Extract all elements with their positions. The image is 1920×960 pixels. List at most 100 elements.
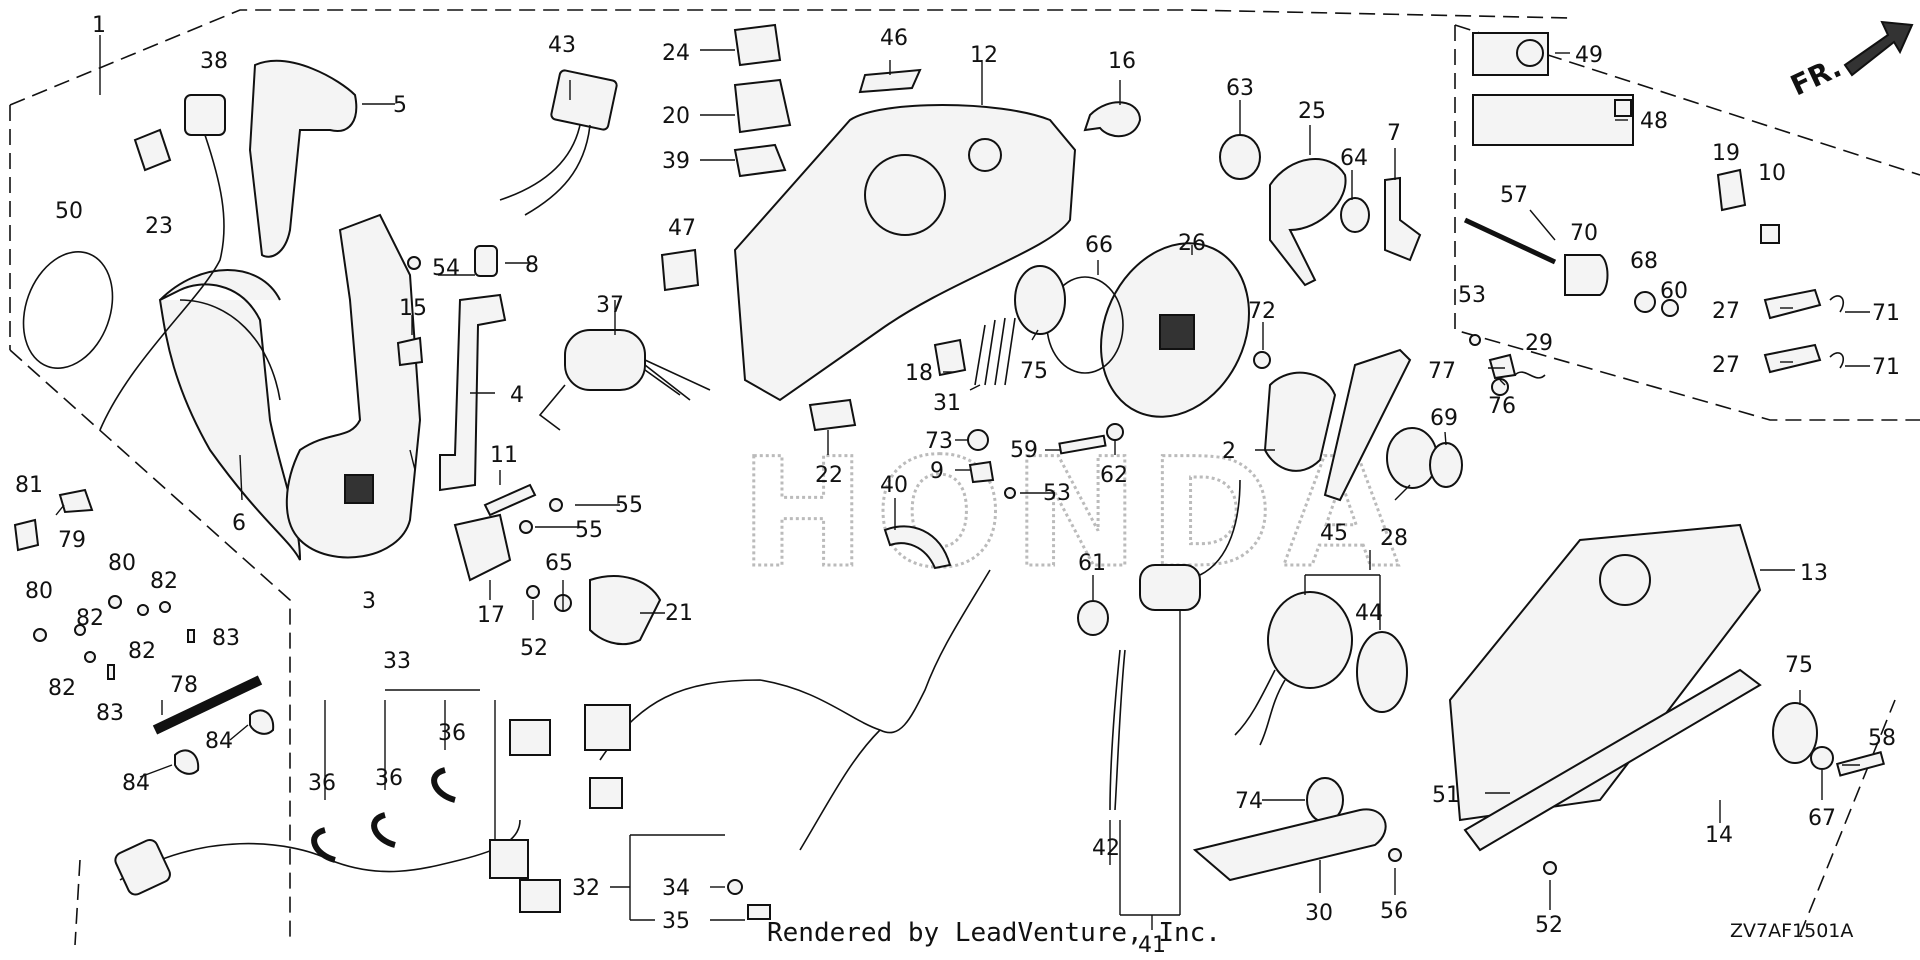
shift-gear-26-hub	[1159, 314, 1195, 350]
callout-69: 69	[1430, 406, 1458, 431]
callout-68: 68	[1630, 249, 1658, 274]
callout-84a: 84	[122, 771, 150, 796]
callout-21: 21	[665, 601, 693, 626]
strips-31	[974, 317, 1016, 386]
cam-plate-25	[1269, 158, 1347, 287]
harness-connector-e	[489, 839, 529, 879]
bearing-63	[1219, 134, 1261, 180]
screw-53b	[1469, 334, 1481, 346]
callout-10: 10	[1758, 161, 1786, 186]
callout-27a: 27	[1712, 299, 1740, 324]
collar-69	[1429, 442, 1463, 488]
link-27a	[1763, 288, 1822, 320]
clip-18	[933, 338, 967, 377]
clamp-84b	[249, 709, 275, 735]
callout-20: 20	[662, 104, 690, 129]
callout-60: 60	[1660, 279, 1688, 304]
callout-35: 35	[662, 909, 690, 934]
cap-73	[967, 429, 989, 451]
band-36b	[371, 812, 396, 848]
callout-82c: 82	[128, 639, 156, 664]
callout-11: 11	[490, 443, 518, 468]
callout-76: 76	[1488, 394, 1516, 419]
clamp-79	[58, 488, 94, 514]
clip-71a	[1829, 295, 1845, 313]
plate-11	[483, 483, 537, 517]
callout-82a: 82	[150, 569, 178, 594]
nut-60	[1661, 299, 1679, 317]
callout-12: 12	[970, 43, 998, 68]
callout-16: 16	[1108, 49, 1136, 74]
screw-52b	[1543, 861, 1557, 875]
screw-56	[1388, 848, 1402, 862]
switch-connector-38	[184, 94, 226, 136]
callout-40: 40	[880, 473, 908, 498]
callout-32: 32	[572, 876, 600, 901]
clip-15	[396, 336, 424, 367]
callout-82b: 82	[76, 606, 104, 631]
control-lever-5	[248, 59, 358, 258]
callout-31: 31	[933, 391, 961, 416]
callout-67: 67	[1808, 806, 1836, 831]
callout-80a: 80	[25, 579, 53, 604]
callout-42: 42	[1092, 836, 1120, 861]
gasket-39	[733, 143, 787, 178]
callout-2: 2	[1222, 439, 1236, 464]
screw-52a	[526, 585, 540, 599]
cover-housing-6-detail	[179, 299, 281, 401]
link-27b	[1763, 343, 1822, 374]
lever-plate-30	[1192, 808, 1387, 882]
pin-83b	[107, 664, 115, 680]
band-36c	[431, 767, 456, 803]
cover-21	[589, 575, 662, 646]
callout-71a: 71	[1872, 301, 1900, 326]
label-46	[858, 68, 922, 94]
forward-arrow-icon	[1843, 20, 1914, 77]
callout-41: 41	[1138, 933, 1166, 958]
callout-52b: 52	[1535, 913, 1563, 938]
callout-36c: 36	[438, 721, 466, 746]
nut-82a	[137, 604, 149, 616]
callout-53b: 53	[1458, 283, 1486, 308]
callout-78: 78	[170, 673, 198, 698]
callout-54: 54	[432, 256, 460, 281]
callout-1: 1	[92, 13, 106, 38]
callout-46: 46	[880, 26, 908, 51]
sleeve-70	[1564, 254, 1609, 296]
screw-53a	[1004, 487, 1016, 499]
grommet-22	[808, 398, 857, 432]
nut-82c	[84, 651, 96, 663]
callout-66: 66	[1085, 233, 1113, 258]
warning-label-48	[1472, 94, 1634, 146]
nut-61	[1077, 600, 1109, 636]
terminal-34	[727, 879, 743, 895]
switch-43	[550, 69, 618, 131]
spring-16	[1083, 101, 1142, 138]
callout-83b: 83	[96, 701, 124, 726]
callout-53a: 53	[1043, 481, 1071, 506]
washer-67	[1810, 746, 1834, 770]
plate-77	[1488, 353, 1517, 380]
ignition-switch-37-wires	[644, 359, 711, 401]
shift-lever-2	[1323, 348, 1412, 502]
callout-70: 70	[1570, 221, 1598, 246]
callout-15: 15	[399, 296, 427, 321]
retainer-75a	[1014, 265, 1066, 335]
case-12-boss	[864, 154, 946, 236]
callout-43: 43	[548, 33, 576, 58]
callout-65: 65	[545, 551, 573, 576]
callout-64: 64	[1340, 146, 1368, 171]
callout-36a: 36	[308, 771, 336, 796]
retainer-75b	[1772, 702, 1818, 764]
screw-55a	[549, 498, 563, 512]
side-cover-13	[1448, 523, 1762, 822]
callout-79: 79	[58, 528, 86, 553]
switch-19	[1716, 168, 1747, 212]
spring-29	[1514, 371, 1546, 379]
callout-9: 9	[930, 459, 944, 484]
plate-14	[1463, 668, 1762, 852]
callout-23: 23	[145, 214, 173, 239]
assembly-outline-left	[9, 9, 1571, 940]
callout-34: 34	[662, 876, 690, 901]
callout-73: 73	[925, 429, 953, 454]
